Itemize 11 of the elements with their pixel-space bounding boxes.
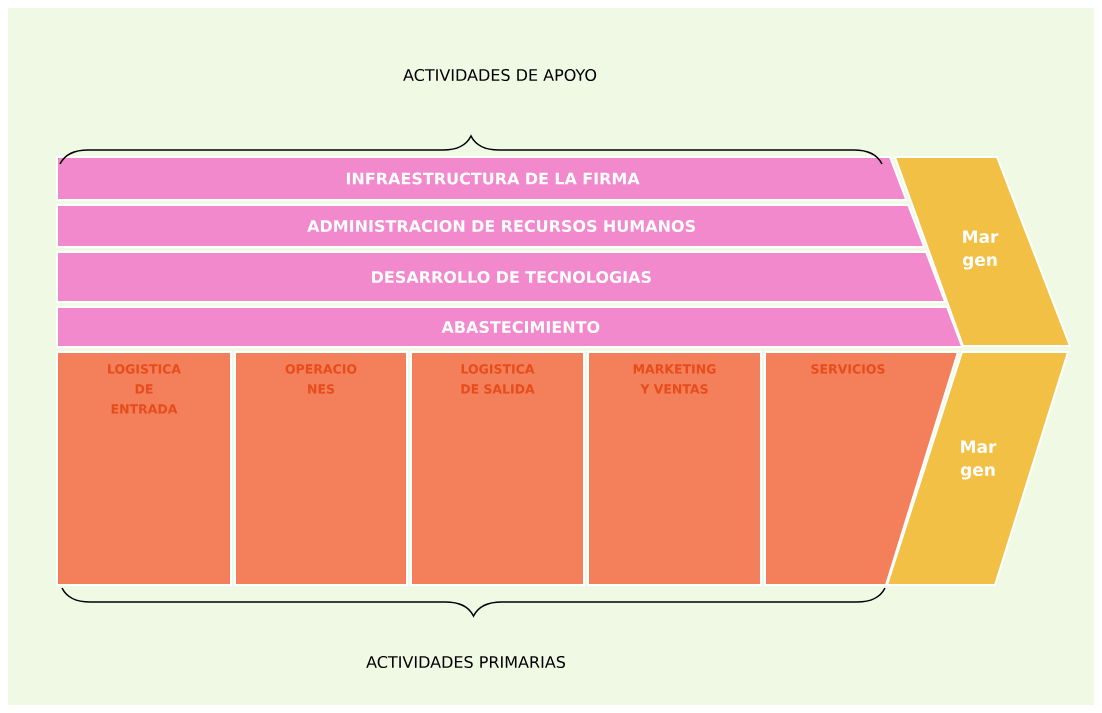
band: DESARROLLO DE TECNOLOGIAS <box>56 251 947 303</box>
band: INFRAESTRUCTURA DE LA FIRMA <box>56 156 908 201</box>
activity-box: LOGISTICA DE ENTRADA <box>56 351 232 586</box>
group-label: ACTIVIDADES PRIMARIAS <box>366 655 566 669</box>
group-label: ACTIVIDADES DE APOYO <box>403 68 597 82</box>
activity-box: LOGISTICA DE SALIDA <box>410 351 585 586</box>
activity-box: MARKETING Y VENTAS <box>587 351 762 586</box>
activity-box: OPERACIO NES <box>234 351 408 586</box>
activity-box: SERVICIOS <box>764 351 960 586</box>
band: ADMINISTRACION DE RECURSOS HUMANOS <box>56 204 926 248</box>
band: ABASTECIMIENTO <box>56 306 964 348</box>
